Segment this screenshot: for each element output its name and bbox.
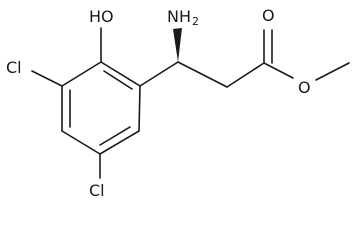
chemical-structure: HO Cl Cl NH 2 O O: [6, 6, 350, 200]
amino-label: NH: [167, 7, 191, 26]
ring-bond: [61, 130, 101, 155]
stereo-wedge-bond: [173, 28, 182, 62]
ring-double-bond: [99, 126, 131, 146]
ring-bond: [138, 85, 141, 132]
benzylic-bond: [139, 61, 179, 87]
ring-bond: [99, 130, 140, 155]
ester-oxygen-label: O: [298, 78, 311, 97]
methyl-bond: [315, 62, 350, 81]
chloro-left-label: Cl: [6, 58, 22, 77]
ring-double-bond: [103, 70, 133, 90]
hydroxyl-label: HO: [89, 7, 114, 26]
chloro-bottom-label: Cl: [89, 181, 105, 200]
chain-bond: [177, 61, 228, 88]
benzene-ring: [61, 61, 141, 155]
carbonyl-oxygen-label: O: [262, 6, 275, 25]
amino-subscript: 2: [192, 15, 199, 28]
ring-bond: [61, 61, 102, 87]
chloro-left-bond: [31, 70, 63, 87]
chain-bond: [226, 62, 265, 88]
ester-bond: [263, 62, 294, 79]
ring-bond: [100, 61, 141, 87]
